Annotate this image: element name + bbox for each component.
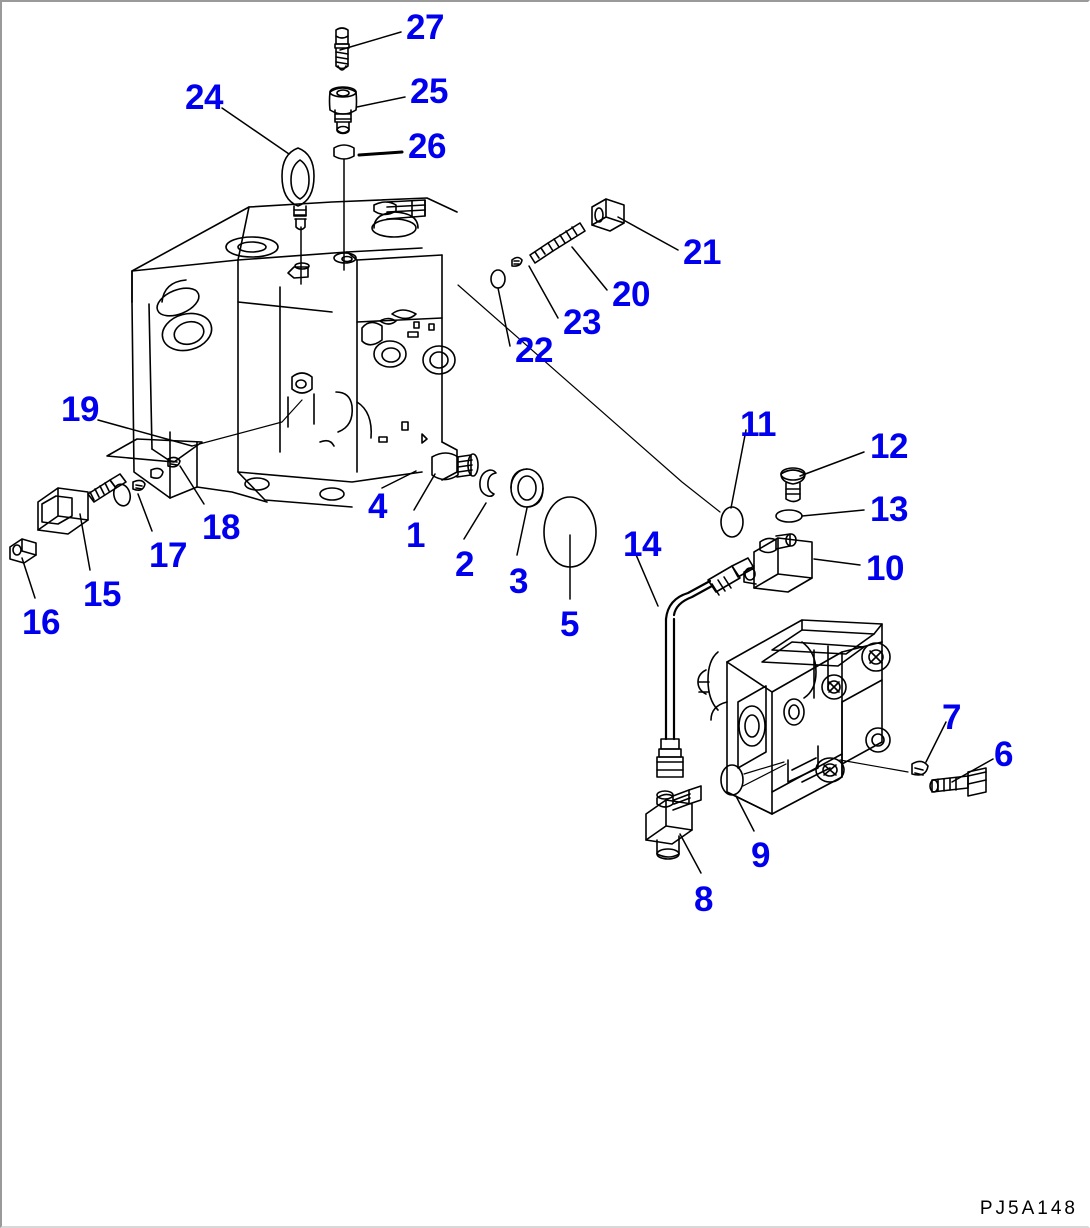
callout-9: 9 — [751, 836, 770, 875]
valve-block-part-10-art — [743, 533, 813, 593]
callout-17: 17 — [149, 536, 187, 575]
gear-pump-housing-art — [697, 619, 891, 815]
callout-12: 12 — [870, 427, 908, 466]
plug-part-16-art — [9, 538, 37, 564]
part-19-leader — [191, 399, 303, 447]
part-9-leader — [743, 761, 785, 775]
washer-part-18-art — [167, 456, 181, 468]
callout-11: 11 — [740, 405, 777, 444]
eye-bolt-part-24-art — [281, 147, 315, 231]
callout-13: 13 — [870, 490, 908, 529]
callout-23: 23 — [563, 303, 601, 342]
callout-16: 16 — [22, 603, 60, 642]
callout-15: 15 — [83, 575, 121, 614]
nut-part-21-art — [591, 198, 625, 232]
callout-4: 4 — [368, 487, 387, 526]
o-ring-part-17b-art — [112, 483, 132, 507]
callout-22: 22 — [515, 331, 553, 370]
o-ring-part-26-art — [333, 144, 355, 160]
callout-5: 5 — [560, 605, 579, 644]
fitting-part-25-art — [328, 86, 358, 135]
drawing-code: PJ5A148 — [979, 1198, 1078, 1219]
part-9-link — [742, 763, 787, 787]
stud-part-20-art — [529, 222, 586, 264]
callout-21: 21 — [683, 233, 721, 272]
callout-14: 14 — [623, 525, 661, 564]
callout-24: 24 — [185, 78, 223, 117]
main-pump-housing-art — [131, 197, 479, 508]
callout-26: 26 — [408, 127, 446, 166]
hydraulic-tube-part-14-art — [656, 557, 755, 778]
callout-27: 27 — [406, 8, 444, 47]
washer-part-17-art — [132, 479, 146, 491]
callout-10: 10 — [866, 549, 904, 588]
elbow-part-8-art — [645, 785, 702, 860]
seal-ring-part-3-art — [510, 468, 544, 508]
relief-valve-part-15-art — [37, 473, 127, 535]
callout-20: 20 — [612, 275, 650, 314]
callout-19: 19 — [61, 390, 99, 429]
snap-ring-part-2-art — [479, 469, 497, 498]
callout-7: 7 — [942, 698, 961, 737]
washer-part-23-art — [511, 256, 523, 267]
callout-25: 25 — [410, 72, 448, 111]
callout-2: 2 — [455, 545, 474, 584]
washer-part-18b-art — [150, 467, 164, 479]
bolt-part-6-art — [929, 767, 987, 797]
part-11-leader — [457, 284, 721, 513]
bracket-part-19-art — [106, 438, 203, 463]
callout-6: 6 — [994, 735, 1013, 774]
part-7-link — [839, 759, 909, 773]
callout-8: 8 — [694, 880, 713, 919]
washer-part-7-art — [911, 760, 929, 776]
callout-1: 1 — [406, 516, 425, 555]
callout-18: 18 — [202, 508, 240, 547]
callout-3: 3 — [509, 562, 528, 601]
o-ring-part-11-art — [720, 506, 744, 538]
